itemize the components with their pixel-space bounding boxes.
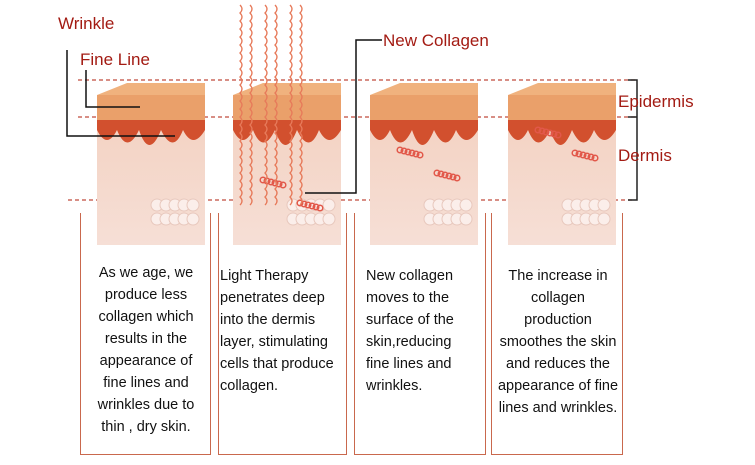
skin-surface [97, 83, 205, 95]
step-3-box [354, 213, 486, 455]
collagen-dot [408, 149, 416, 157]
step-4-box [491, 213, 623, 455]
collagen-dot [583, 152, 591, 160]
collagen-dot [396, 146, 404, 154]
epidermis-dermis-junction [233, 120, 341, 145]
light-ray [264, 4, 268, 206]
collagen-dot [400, 147, 408, 155]
collagen-dot [308, 202, 316, 210]
new-collagen-label: New Collagen [383, 31, 489, 50]
fat-cell [459, 212, 473, 226]
skin-block-3 [370, 83, 478, 245]
new-collagen-pointer [305, 39, 382, 194]
collagen-dot [404, 148, 412, 156]
collagen-dot [550, 130, 558, 138]
fat-cell [322, 198, 336, 212]
collagen-dot [437, 170, 445, 178]
fat-cell [186, 212, 200, 226]
collagen-dot [412, 150, 420, 158]
step-4-text: The increase in collagen production smoo… [497, 268, 619, 416]
collagen-dot [575, 150, 583, 158]
collagen-dot [542, 128, 550, 136]
collagen-dot [579, 151, 587, 159]
light-ray [289, 4, 293, 206]
light-ray [249, 4, 253, 206]
skin-surface [508, 83, 616, 95]
collagen-dot [587, 153, 595, 161]
light-rays [239, 4, 303, 206]
collagen-dot [591, 154, 599, 162]
skin-block-1 [97, 83, 205, 245]
collagen-dot [433, 169, 441, 177]
epidermis-dermis-junction [97, 120, 205, 145]
collagen-dot [449, 173, 457, 181]
light-ray [239, 4, 243, 206]
epidermis-dermis-junction [370, 120, 478, 145]
dermis-label: Dermis [618, 146, 672, 165]
fat-cell [322, 212, 336, 226]
skin-surface [233, 83, 341, 95]
collagen-dot [445, 172, 453, 180]
skin-blocks [97, 83, 616, 245]
collagen-dot [267, 178, 275, 186]
epidermis-label: Epidermis [618, 92, 694, 111]
collagen-dot [316, 204, 324, 212]
fat-cell [186, 198, 200, 212]
collagen-dot [312, 203, 320, 211]
wrinkle-pointer [66, 50, 175, 137]
fine-line-label: Fine Line [80, 50, 150, 69]
collagen-dot [538, 127, 546, 135]
collagen-dot [441, 171, 449, 179]
collagen-dot [279, 181, 287, 189]
collagen-dot [304, 201, 312, 209]
collagen-dot [554, 131, 562, 139]
collagen-dot [534, 126, 542, 134]
skin-block-4 [508, 83, 616, 245]
fat-cell [459, 198, 473, 212]
fat-cell [597, 198, 611, 212]
layer-bracket [628, 79, 638, 201]
fine-line-pointer [85, 70, 140, 108]
step-3-text: New collagen moves to the surface of the… [366, 268, 454, 394]
skin-surface [370, 83, 478, 95]
collagen-dot [416, 151, 424, 159]
collagen-dot [546, 129, 554, 137]
collagen-dot [296, 199, 304, 207]
step-1-text: As we age, we produce less collagen whic… [97, 265, 195, 435]
step-2-text: Light Therapy penetrates deep into the d… [220, 268, 334, 394]
light-ray [274, 4, 278, 206]
step-2-box [218, 213, 347, 455]
step-1-box [80, 213, 211, 455]
fat-cell [597, 212, 611, 226]
light-ray [299, 4, 303, 206]
epidermis-dermis-junction [508, 120, 616, 145]
collagen-dot [571, 149, 579, 157]
wrinkle-label: Wrinkle [58, 14, 115, 33]
collagen-dot [453, 174, 461, 182]
